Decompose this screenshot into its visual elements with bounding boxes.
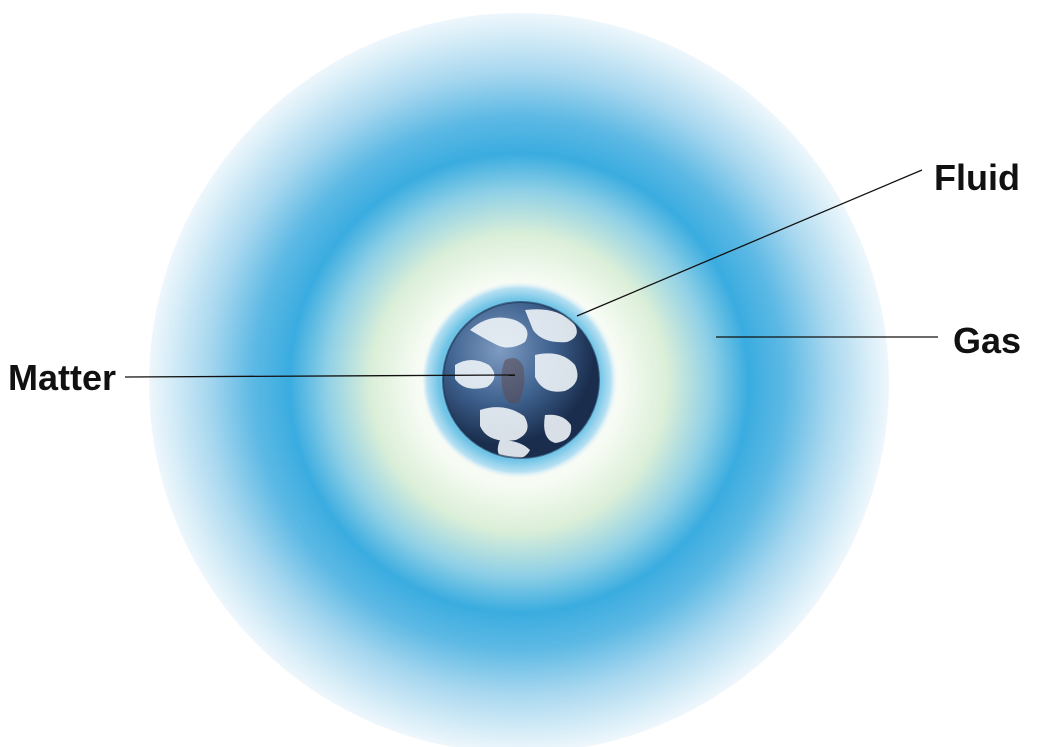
gas-label: Gas: [953, 323, 1021, 359]
earth-globe: [443, 302, 599, 460]
fluid-label: Fluid: [934, 160, 1020, 196]
matter-label: Matter: [8, 360, 116, 396]
